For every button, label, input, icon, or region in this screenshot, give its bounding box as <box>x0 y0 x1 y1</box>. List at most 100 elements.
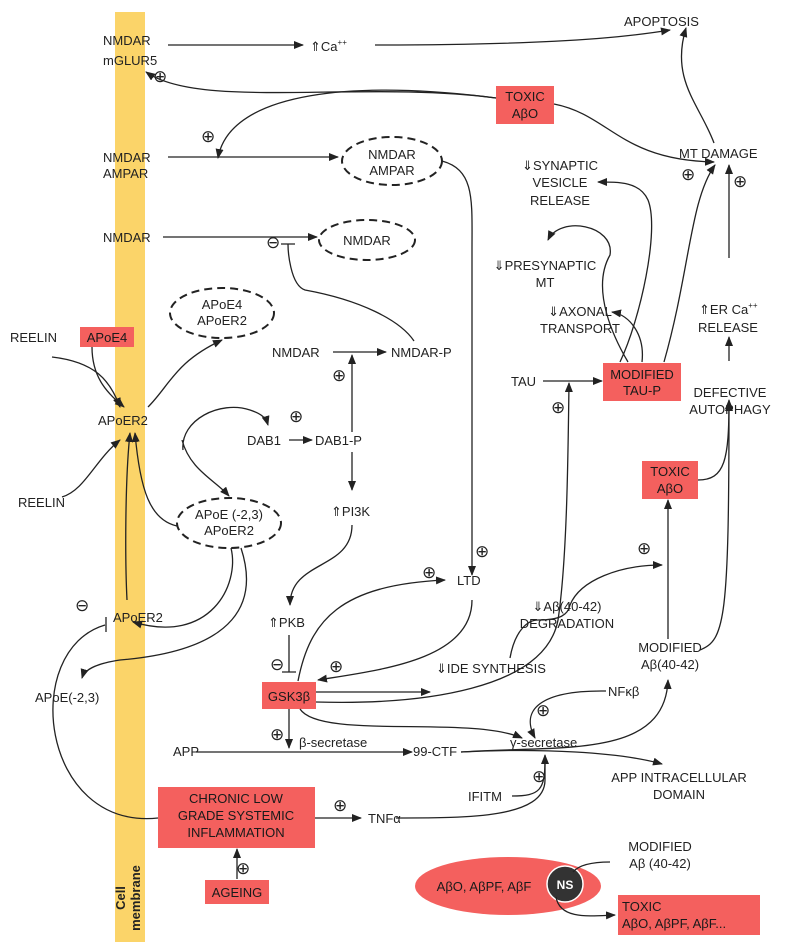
label-ell-nmdar-ampar-2: AMPAR <box>369 163 414 178</box>
label-ltd: LTD <box>457 573 481 588</box>
edge-apoe23ell-apoer2low <box>132 547 234 629</box>
minus-nmdar: ⊖ <box>266 233 280 252</box>
edge-apoer2-dab1 <box>182 406 270 451</box>
label-er-ca-text: ⇑ER Ca <box>699 302 749 317</box>
edge-tau-synaptic <box>597 178 653 363</box>
label-reelin-low: REELIN <box>18 495 65 510</box>
minus-apoer2-low: ⊖ <box>75 596 89 615</box>
edge-99ctf-modab <box>460 679 672 753</box>
modified-tau-box <box>603 363 681 401</box>
label-mod-tau-2: TAU-P <box>623 383 661 398</box>
membrane-label-1: Cell <box>113 886 128 910</box>
label-tau: TAU <box>511 374 536 389</box>
minus-gsk3b: ⊖ <box>270 655 284 674</box>
label-er-ca-1: ⇑ER Ca++ <box>699 301 758 317</box>
edge-apoe4-apoer2 <box>91 346 125 408</box>
edge-tnfa-gsec <box>395 754 549 819</box>
label-pkb: ⇑PKB <box>268 615 305 630</box>
label-ca-sup: ++ <box>338 38 348 47</box>
edge-apoe23ell-apoer2 <box>131 432 178 527</box>
label-dab1-p: DAB1-P <box>315 433 362 448</box>
label-legend-mod-1: MODIFIED <box>628 839 692 854</box>
label-nmdar-top: NMDAR <box>103 33 151 48</box>
edge-gsk3b-gsec <box>299 708 523 739</box>
label-apoe23: APoE(-2,3) <box>35 690 99 705</box>
label-ab-deg-1: ⇓Aβ(40-42) <box>533 599 602 614</box>
label-er-ca-sup: ++ <box>748 301 758 310</box>
label-presyn-1: ⇓PRESYNAPTIC <box>494 258 597 273</box>
edge-gsk3b-ltd <box>297 576 446 682</box>
plus-ltd-right: ⊕ <box>475 542 489 561</box>
toxic-abo-mid-box <box>642 461 698 499</box>
apoe23-apoer2-ellipse <box>176 497 282 549</box>
edge-modtau-mtdamage <box>663 164 716 363</box>
edge-tau-presyn <box>547 225 629 363</box>
label-syn-ves-3: RELEASE <box>530 193 590 208</box>
edge-nmdarp-inhibit <box>281 243 415 342</box>
label-mt-damage: MT DAMAGE <box>679 146 758 161</box>
label-ell-apoe23-1: APoE (-2,3) <box>195 507 263 522</box>
edge-apoer2low-apoer2 <box>125 432 134 601</box>
label-toxic-abo-mid-2: AβO <box>657 481 683 496</box>
label-ell-apoe23-2: APoER2 <box>204 523 254 538</box>
label-nmdar-p-src: NMDAR <box>272 345 320 360</box>
edge-modab-autophagy <box>699 401 733 651</box>
label-gsk3b: GSK3β <box>268 689 310 704</box>
edge-apoe23ell-apoe23 <box>80 547 248 679</box>
edge-pi3k-pkb <box>286 524 353 606</box>
edge-ifitm-gsec <box>511 759 546 797</box>
label-ampar-mid: AMPAR <box>103 166 148 181</box>
label-toxic-abo-mid-1: TOXIC <box>650 464 690 479</box>
label-apoptosis: APOPTOSIS <box>624 14 699 29</box>
edge-reelin-apoer2 <box>51 356 121 408</box>
label-axonal-1: ⇓AXONAL <box>548 304 612 319</box>
plus-bsec: ⊕ <box>270 725 284 744</box>
label-chronic-2: GRADE SYSTEMIC <box>178 808 294 823</box>
edge-ca-apoptosis <box>374 27 671 46</box>
chronic-inflammation-box <box>158 787 315 848</box>
label-ca-text: ⇑Ca <box>310 39 338 54</box>
plus-ltd-left: ⊕ <box>422 563 436 582</box>
label-pi3k: ⇑PI3K <box>331 504 370 519</box>
label-legend-ellipse: AβO, AβPF, AβF <box>437 879 532 894</box>
edge-gsk3b-tau <box>315 382 573 703</box>
edge-ltd-gsk3b <box>317 599 473 683</box>
edge-ide-degradation <box>509 561 663 659</box>
plus-nmdar-ampar: ⊕ <box>201 127 215 146</box>
plus-dab1: ⊕ <box>289 407 303 426</box>
label-ide: ⇓IDE SYNTHESIS <box>436 661 546 676</box>
legend-toxic-box <box>618 895 760 935</box>
edge-nmdar-ellipse-ltd <box>441 160 476 576</box>
label-ell-nmdar: NMDAR <box>343 233 391 248</box>
label-legend-toxic-1: TOXIC <box>622 899 662 914</box>
apoe4-box <box>80 327 134 347</box>
label-tnfa: TNFα <box>368 811 401 826</box>
label-ca-up: ⇑Ca++ <box>310 38 347 54</box>
label-presyn-2: MT <box>536 275 555 290</box>
label-syn-ves-2: VESICLE <box>533 175 588 190</box>
edge-modtau-axonal <box>611 309 644 363</box>
label-apoe4-box: APoE4 <box>87 330 127 345</box>
label-apoer2-low: APoER2 <box>113 610 163 625</box>
plus-gsec: ⊕ <box>536 701 550 720</box>
label-axonal-2: TRANSPORT <box>540 321 620 336</box>
membrane-label-2: membrane <box>128 865 143 931</box>
label-apoer2-main: APoER2 <box>98 413 148 428</box>
label-b-secretase: β-secretase <box>299 735 367 750</box>
label-legend-ns: NS <box>557 878 574 892</box>
label-legend-toxic-2: AβO, AβPF, AβF... <box>622 916 726 931</box>
edge-legend-ns-toxic <box>555 896 616 920</box>
label-def-auto-2: AUTOPHAGY <box>689 402 771 417</box>
label-mglur5: mGLUR5 <box>103 53 157 68</box>
label-toxic-abo-top-2: AβO <box>512 106 538 121</box>
edge-apoer2-apoe4-ell <box>147 339 223 408</box>
label-nmdar-low: NMDAR <box>103 230 151 245</box>
label-nfkb: NFκβ <box>608 684 639 699</box>
legend-ns-circle <box>546 865 584 903</box>
edge-toxic-mt-damage <box>553 103 715 166</box>
edge-mtdamage-apoptosis <box>679 27 715 144</box>
label-reelin-top: REELIN <box>10 330 57 345</box>
label-app: APP <box>173 744 199 759</box>
plus-gsk3b: ⊕ <box>329 657 343 676</box>
plus-mglur5: ⊕ <box>153 67 167 86</box>
